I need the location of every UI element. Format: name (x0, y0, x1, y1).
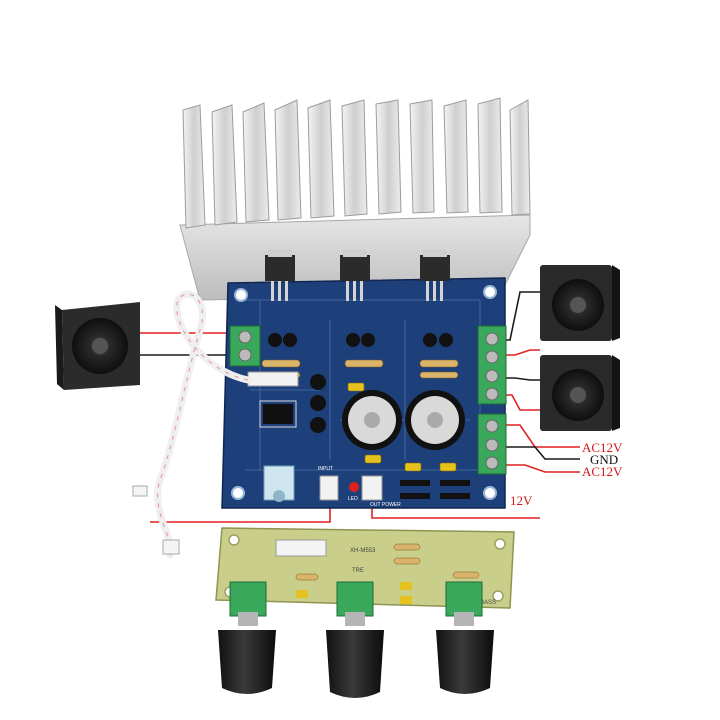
small-capacitors (268, 333, 453, 433)
wire-ac-bottom (500, 464, 580, 473)
knob-right[interactable] (436, 630, 494, 694)
wire-gnd (500, 446, 580, 460)
label-gnd: GND (590, 452, 618, 467)
bass-print: BASS (480, 600, 496, 606)
treble-print: TRE (352, 568, 364, 574)
wire-right-bottom-black (500, 377, 540, 381)
potentiometer-right (436, 581, 494, 694)
amplifier-board: INPUT OUT POWER LED (221, 249, 507, 509)
label-ac12v-bottom: AC12V (582, 464, 623, 479)
opamp-chip (263, 404, 293, 424)
speaker-right-top (540, 265, 620, 341)
out-power-print: OUT POWER (370, 502, 401, 508)
ribbon-cable (132, 290, 252, 559)
potentiometer-left (218, 581, 276, 694)
led-print: LED (348, 496, 358, 502)
knob-middle[interactable] (326, 630, 384, 698)
speaker-right-bottom (540, 355, 620, 431)
audio-input-jack (263, 465, 295, 501)
label-12v: 12V (510, 493, 533, 508)
filter-capacitors (342, 390, 465, 450)
label-ac12v-top: AC12V (582, 440, 623, 455)
power-ics (265, 249, 450, 301)
tone-board: XH-M553 TRE BASS (215, 527, 515, 698)
tone-board-model: XH-M553 (350, 548, 376, 554)
potentiometer-middle (326, 581, 384, 698)
speaker-left (55, 302, 140, 390)
tone-connector (275, 539, 327, 557)
knob-left[interactable] (218, 630, 276, 694)
terminal-right-speakers (477, 325, 507, 405)
tone-header (247, 371, 299, 387)
terminal-left (229, 325, 261, 367)
wire-right-top-red (500, 349, 540, 356)
power-led (349, 482, 359, 492)
power-labels: AC12V GND AC12V 12V (510, 440, 623, 508)
input-print: INPUT (318, 466, 333, 472)
terminal-power (477, 413, 507, 475)
wire-ac-top (500, 424, 580, 448)
